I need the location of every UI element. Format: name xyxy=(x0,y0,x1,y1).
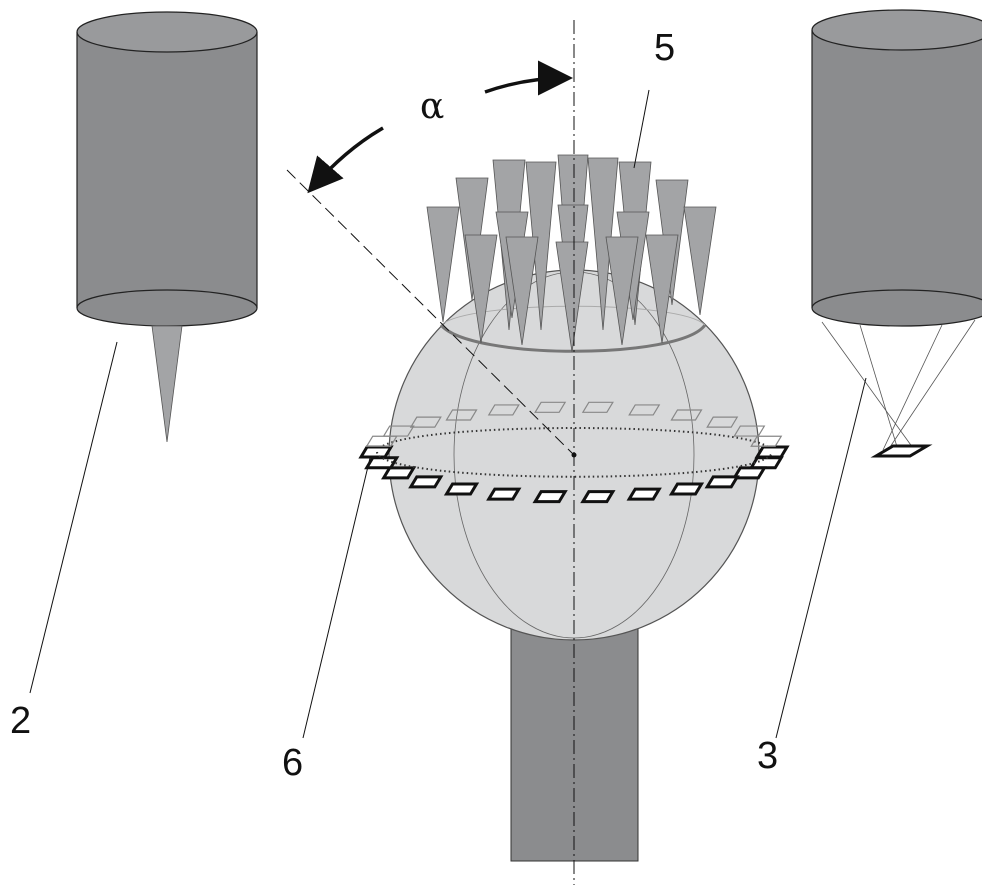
ring-chip xyxy=(382,425,415,437)
label-3: 3 xyxy=(757,735,778,777)
ring-chip xyxy=(381,466,417,480)
leader-line-2 xyxy=(29,341,118,694)
ring-chip xyxy=(750,435,783,447)
ring-chip xyxy=(487,404,520,416)
ring-chip xyxy=(534,401,567,413)
ring-chip xyxy=(580,490,616,504)
tilted-axis xyxy=(286,169,575,456)
sphere-center xyxy=(571,452,577,458)
ring-chip xyxy=(443,482,480,496)
label-5: 5 xyxy=(654,27,675,69)
curved-arrow-icon xyxy=(307,126,384,194)
ring-chip xyxy=(486,487,522,501)
right-column xyxy=(811,9,982,458)
ring-chip xyxy=(670,409,703,421)
ring-chip xyxy=(733,425,766,437)
cone-tip xyxy=(555,241,589,353)
cone-tip xyxy=(605,236,639,346)
cone-tip xyxy=(426,206,460,323)
equator-line xyxy=(376,451,773,478)
ring-chip xyxy=(626,487,662,501)
ring-chip xyxy=(706,416,739,428)
ring-chip xyxy=(704,475,740,489)
leader-line-5 xyxy=(633,89,650,169)
ring-chip xyxy=(668,482,705,496)
ring-chip xyxy=(445,409,478,421)
ring-chip xyxy=(628,404,661,416)
chip-ring xyxy=(358,401,790,504)
ring-chip xyxy=(581,401,614,413)
ring-chip xyxy=(731,466,767,480)
ring-chip xyxy=(532,490,568,504)
label-2: 2 xyxy=(10,700,31,742)
ring-chip xyxy=(409,416,442,428)
cone-tip xyxy=(645,234,679,344)
curved-arrow-icon xyxy=(484,60,573,96)
ring-chip xyxy=(364,456,400,470)
label-6: 6 xyxy=(282,742,303,784)
cone-tip xyxy=(683,206,717,316)
leader-line-6 xyxy=(302,457,371,739)
cone-tip xyxy=(464,234,498,344)
ring-chip xyxy=(408,475,444,489)
leader-line-3 xyxy=(775,377,867,739)
ring-chip xyxy=(358,445,394,459)
ring-chip xyxy=(754,445,790,459)
angle-label: α xyxy=(420,86,444,127)
tip-cluster xyxy=(426,154,717,353)
cone-tip xyxy=(505,236,539,346)
ring-chip xyxy=(748,456,784,470)
left-column xyxy=(76,11,258,443)
